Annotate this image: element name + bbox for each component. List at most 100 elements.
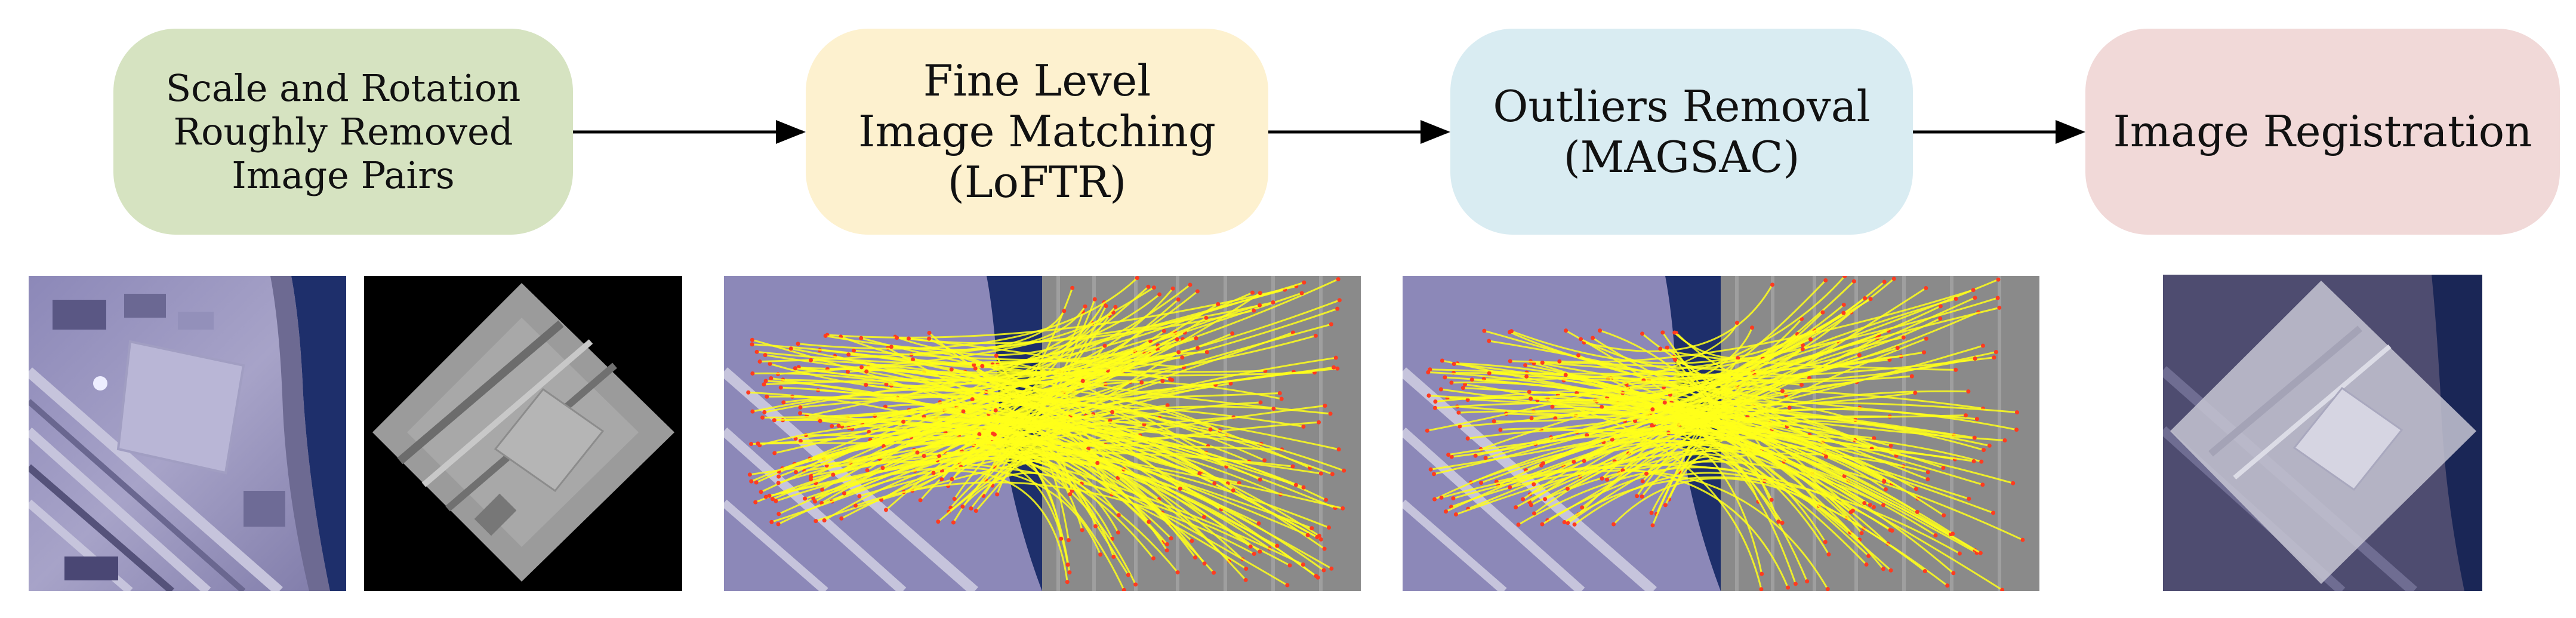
match-point bbox=[770, 497, 775, 502]
match-point bbox=[906, 336, 911, 341]
match-point bbox=[842, 491, 846, 496]
match-point bbox=[1527, 389, 1532, 394]
match-point bbox=[1591, 336, 1595, 340]
match-point bbox=[1258, 549, 1262, 554]
match-point bbox=[1065, 580, 1070, 585]
match-line bbox=[1545, 460, 1884, 506]
match-point bbox=[1995, 296, 2000, 300]
match-point bbox=[960, 504, 965, 509]
match-point bbox=[750, 337, 754, 342]
match-point bbox=[853, 503, 858, 508]
match-point bbox=[1992, 355, 1996, 360]
match-point bbox=[1104, 304, 1108, 309]
match-line bbox=[795, 416, 1234, 491]
match-point bbox=[762, 382, 766, 387]
match-line bbox=[818, 418, 1262, 445]
match-point bbox=[1317, 420, 1321, 425]
match-point bbox=[1882, 279, 1887, 284]
stage-3-line-2: (MAGSAC) bbox=[1563, 131, 1800, 182]
stage-1-line-2: Roughly Removed bbox=[173, 109, 513, 153]
match-point bbox=[1168, 377, 1173, 382]
match-line bbox=[1475, 347, 1898, 457]
match-point bbox=[2020, 537, 2025, 542]
match-point bbox=[746, 390, 751, 395]
match-line bbox=[778, 440, 1215, 484]
match-point bbox=[1913, 487, 1918, 491]
match-point bbox=[749, 479, 754, 484]
match-point bbox=[1318, 537, 1323, 542]
match-point bbox=[1953, 367, 1958, 372]
match-point bbox=[1492, 419, 1496, 424]
match-line bbox=[996, 421, 1345, 495]
match-point bbox=[859, 336, 864, 340]
match-point bbox=[1487, 371, 1492, 376]
match-point bbox=[750, 371, 755, 376]
match-point bbox=[767, 493, 772, 498]
match-point bbox=[961, 409, 966, 414]
match-point bbox=[1212, 570, 1216, 575]
match-point bbox=[1650, 423, 1654, 428]
match-point bbox=[846, 352, 851, 357]
match-point bbox=[1881, 503, 1885, 508]
match-point bbox=[973, 509, 978, 514]
match-point bbox=[1942, 513, 1946, 518]
match-point bbox=[1532, 511, 1537, 516]
match-point bbox=[1509, 329, 1514, 334]
match-point bbox=[995, 492, 1000, 497]
match-point bbox=[1258, 400, 1263, 405]
match-line bbox=[1453, 363, 1918, 513]
match-point bbox=[1759, 587, 1764, 591]
match-point bbox=[1116, 513, 1121, 518]
stage-1-line-1: Scale and Rotation bbox=[165, 66, 521, 110]
match-point bbox=[1193, 555, 1197, 560]
match-point bbox=[972, 362, 976, 367]
match-line bbox=[1496, 467, 1789, 588]
match-point bbox=[1922, 350, 1927, 355]
match-point bbox=[1521, 497, 1526, 502]
match-point bbox=[952, 497, 957, 502]
match-line bbox=[751, 432, 1115, 557]
match-point bbox=[812, 499, 817, 504]
match-line bbox=[1559, 289, 1974, 363]
match-point bbox=[1557, 359, 1562, 364]
match-point bbox=[1823, 540, 1828, 545]
match-point bbox=[1787, 405, 1792, 410]
match-point bbox=[915, 450, 920, 455]
match-point bbox=[939, 477, 944, 482]
match-point bbox=[1287, 563, 1292, 568]
match-point bbox=[1938, 304, 1943, 309]
match-point bbox=[937, 454, 942, 459]
registered-overlay-panel bbox=[2163, 275, 2482, 591]
match-line bbox=[843, 303, 1219, 494]
match-point bbox=[757, 359, 762, 364]
match-point bbox=[1216, 302, 1221, 306]
match-line bbox=[1613, 477, 1926, 572]
match-point bbox=[1760, 571, 1764, 576]
match-point bbox=[1324, 497, 1329, 502]
match-point bbox=[1987, 443, 1992, 448]
match-point bbox=[1178, 486, 1182, 491]
match-point bbox=[1888, 443, 1893, 448]
stage-2-line-3: (LoFTR) bbox=[947, 156, 1127, 207]
match-point bbox=[1823, 278, 1828, 283]
match-line bbox=[1484, 297, 1998, 380]
match-point bbox=[1973, 356, 1977, 361]
match-point bbox=[1465, 398, 1470, 402]
match-point bbox=[1456, 410, 1461, 415]
match-point bbox=[1915, 509, 1919, 514]
match-point bbox=[1862, 501, 1867, 506]
match-point bbox=[1258, 291, 1262, 296]
match-point bbox=[1888, 528, 1893, 533]
match-point bbox=[1851, 279, 1856, 284]
feature-match-lines-icon bbox=[724, 276, 1361, 591]
match-point bbox=[1891, 276, 1896, 281]
match-line bbox=[1652, 408, 1983, 486]
match-point bbox=[1895, 346, 1900, 350]
match-point bbox=[1329, 322, 1333, 327]
match-point bbox=[1993, 350, 1998, 355]
match-point bbox=[1997, 305, 2002, 310]
match-point bbox=[1322, 546, 1327, 551]
match-point bbox=[1473, 453, 1478, 458]
match-point bbox=[1842, 474, 1847, 478]
match-point bbox=[864, 369, 869, 374]
